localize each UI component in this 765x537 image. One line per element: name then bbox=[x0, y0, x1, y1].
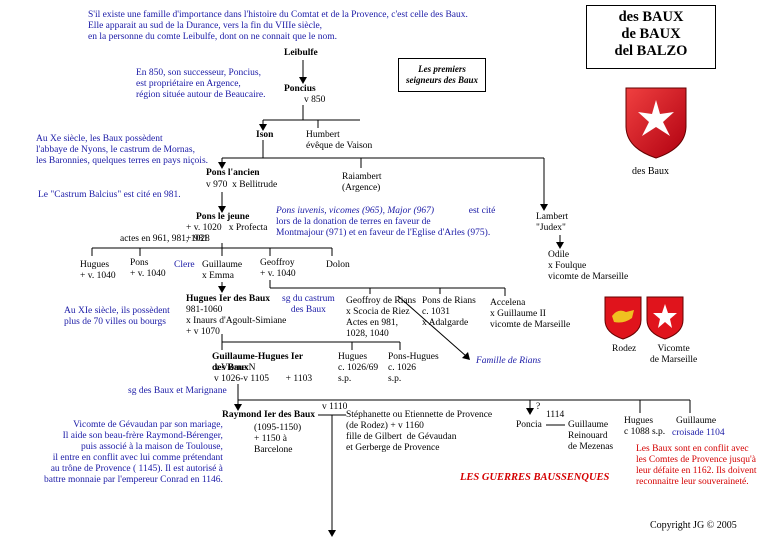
title-line1: des BAUX bbox=[618, 9, 684, 25]
marriage-date: v 1110 bbox=[322, 402, 348, 412]
person-pons-jeune: Pons le jeune bbox=[196, 212, 250, 222]
person-ison: Ison bbox=[256, 130, 274, 140]
person-poncia: Poncia bbox=[516, 420, 542, 430]
clere-label: Clere bbox=[174, 260, 195, 270]
croisade-label: croisade 1104 bbox=[672, 428, 725, 438]
person-dolon: Dolon bbox=[326, 260, 350, 270]
famille-rians-link: Famille de Rians bbox=[476, 356, 541, 366]
person-pons-2: Pons + v. 1040 bbox=[130, 258, 166, 279]
person-raymond-ier: Raymond Ier des Baux bbox=[222, 410, 315, 420]
person-hugues-3: Hugues c 1088 s.p. bbox=[624, 416, 666, 437]
person-poncius: Poncius bbox=[284, 84, 316, 94]
note-xe-siecle: Au Xe siècle, les Baux possèdent l'abbay… bbox=[36, 134, 209, 166]
hugues-ier-info: 981-1060 x Inaurs d'Agoult-Simiane + v 1… bbox=[186, 305, 287, 337]
title-box: des BAUX de BAUX del BALZO bbox=[586, 5, 716, 69]
person-hugues-2: Hugues c. 1026/69 s.p. bbox=[338, 352, 379, 384]
person-guillaume-reinouard: Guillaume Reinouard de Mezenas bbox=[568, 420, 614, 452]
rodez-shield-icon bbox=[604, 296, 642, 340]
marseille-label: Vicomte de Marseille bbox=[650, 344, 698, 365]
premiers-seigneurs-box: Les premiers seigneurs des Baux bbox=[398, 58, 486, 92]
intro-note: S'il existe une famille d'importance dan… bbox=[88, 10, 468, 42]
note-conflit: Les Baux sont en conflit avec les Comtes… bbox=[636, 444, 757, 487]
title-line2: de BAUX bbox=[621, 26, 681, 42]
poncius-date: v 850 bbox=[304, 95, 326, 105]
person-humbert: Humbert évêque de Vaison bbox=[306, 130, 373, 151]
person-pons-rians: Pons de Rians c. 1031 x Adalgarde bbox=[422, 296, 476, 328]
person-geoffroy-rians: Geoffroy de Rians x Scocia de Riez Actes… bbox=[346, 296, 417, 339]
copyright: Copyright JG © 2005 bbox=[650, 520, 737, 531]
person-odile: Odile x Foulque vicomte de Marseille bbox=[548, 250, 629, 282]
note-xie-siecle: Au XIe siècle, ils possèdent plus de 70 … bbox=[64, 306, 170, 327]
person-guillaume-1: Guillaume x Emma bbox=[202, 260, 243, 281]
guillaume-hugues-info: x Vierne N v 1026-v 1105 + 1103 bbox=[214, 363, 313, 384]
guerres-baussenques: LES GUERRES BAUSSENQUES bbox=[460, 472, 610, 483]
person-hugues-1: Hugues + v. 1040 bbox=[80, 260, 116, 281]
note-pons-iuvenis: Pons iuvenis, vicomes (965), Major (967) bbox=[276, 206, 435, 216]
note-gevaudan: Vicomte de Gévaudan par son mariage, Il … bbox=[44, 420, 223, 485]
person-lambert: Lambert "Judex" bbox=[536, 212, 569, 233]
person-leibulfe: Leibulfe bbox=[284, 48, 318, 58]
title-line3: del BALZO bbox=[614, 43, 688, 59]
note-castrum: Le "Castrum Balcius" est cité en 981. bbox=[38, 190, 181, 200]
question-mark: ? bbox=[536, 402, 541, 412]
person-guillaume-3: Guillaume bbox=[676, 416, 717, 426]
note-sg-marignane: sg des Baux et Marignane bbox=[128, 386, 227, 396]
person-hugues-ier: Hugues Ier des Baux bbox=[186, 294, 271, 304]
person-pons-hugues: Pons-Hugues c. 1026 s.p. bbox=[388, 352, 439, 384]
pons-jeune-actes: actes en 961, 981, 1028 bbox=[120, 234, 210, 244]
pons-ancien-info: v 970 x Bellitrude bbox=[206, 180, 278, 190]
crest-label: des Baux bbox=[632, 166, 669, 177]
pons-jeune-info: + v. 1020 x Profecta + 981 bbox=[186, 223, 268, 244]
year-1114: 1114 bbox=[546, 410, 565, 420]
person-pons-ancien: Pons l'ancien bbox=[206, 168, 260, 178]
person-accelena: Accelena x Guillaume II vicomte de Marse… bbox=[490, 298, 571, 330]
baux-crest-icon bbox=[625, 87, 687, 159]
rodez-label: Rodez bbox=[612, 344, 637, 354]
note-sg-castrum: sg du castrum des Baux bbox=[282, 294, 335, 315]
note-850: En 850, son successeur, Poncius, est pro… bbox=[136, 68, 266, 100]
person-stephanette: Stéphanette ou Etiennette de Provence (d… bbox=[346, 410, 493, 453]
person-geoffroy: Geoffroy + v. 1040 bbox=[260, 258, 296, 279]
marseille-shield-icon bbox=[646, 296, 684, 340]
raymond-info: (1095-1150) + 1150 à Barcelone bbox=[254, 423, 302, 455]
note-pons-iuvenis-rest: est cité lors de la donation de terres e… bbox=[276, 206, 496, 238]
person-guillaume-hugues: Guillaume-Hugues Ier des Baux bbox=[212, 352, 304, 373]
person-raiambert: Raiambert (Argence) bbox=[342, 172, 382, 193]
